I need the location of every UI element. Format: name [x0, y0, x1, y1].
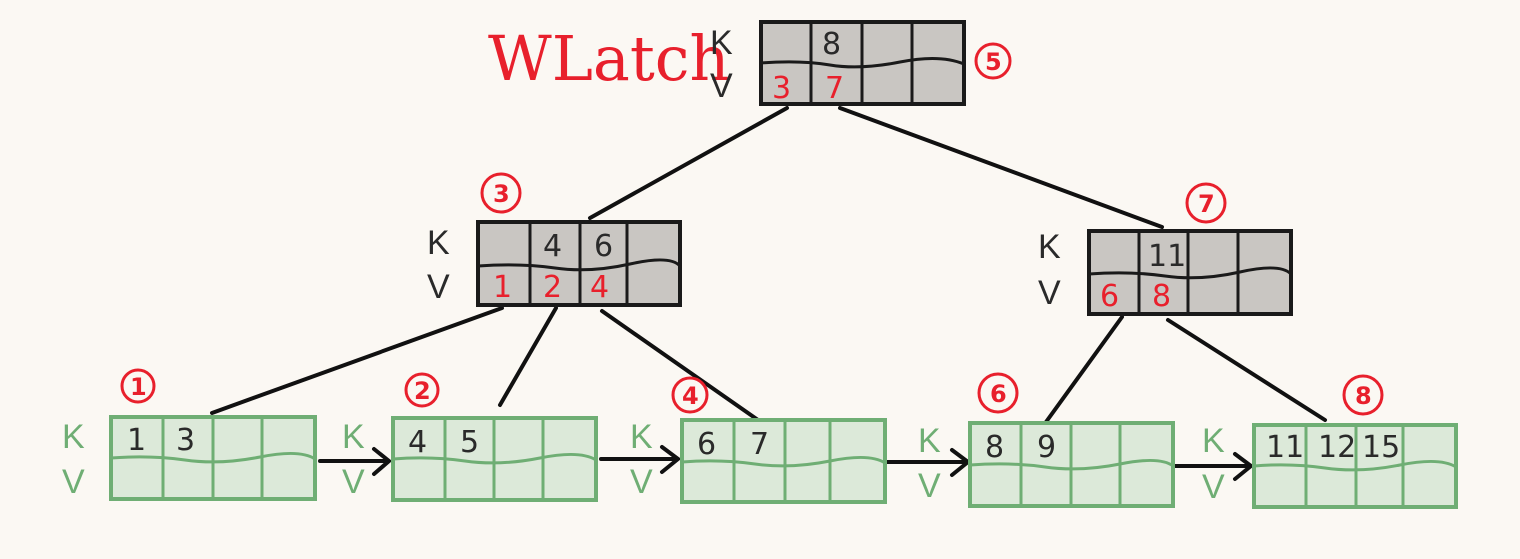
leaf-5-order-tag: 8 — [1355, 382, 1372, 410]
leaf-node-1: 1 K V 1 3 — [62, 368, 317, 501]
left-inner-value-1: 1 — [493, 270, 512, 305]
root-v-label: V — [710, 67, 733, 105]
leaf-3-order-tag: 4 — [682, 382, 699, 410]
leaf-5-key-1: 11 — [1266, 430, 1304, 465]
leaf-4-key-2: 9 — [1037, 430, 1056, 465]
diagram-title: WLatch — [488, 22, 729, 95]
leaf-2-order-circle — [404, 372, 440, 408]
arrow-leaf1-leaf2 — [318, 447, 393, 476]
left-inner-v-label: V — [427, 268, 450, 306]
leaf-3-key-1: 6 — [697, 427, 716, 462]
right-inner-v-label: V — [1038, 274, 1061, 312]
leaf-4-k-label: K — [918, 422, 941, 460]
leaf-4-key-1: 8 — [985, 430, 1004, 465]
leaf-3-order-circle — [671, 376, 709, 414]
edge-left-leaf1 — [210, 306, 504, 415]
left-inner-value-2: 2 — [543, 270, 562, 305]
leaf-2-key-1: 4 — [408, 425, 427, 460]
edge-root-right — [838, 106, 1164, 229]
leaf-3-key-2: 7 — [750, 427, 769, 462]
leaf-1-key-2: 3 — [176, 423, 195, 458]
leaf-1-key-1: 1 — [127, 423, 146, 458]
root-k-label: K — [710, 24, 733, 62]
leaf-5-order-circle — [1342, 374, 1384, 416]
root-value-2: 7 — [825, 71, 844, 106]
leaf-3-v-label: V — [630, 463, 653, 501]
svg-text:5: 5 — [985, 48, 1002, 76]
edge-left-leaf2 — [498, 306, 558, 407]
leaf-2-order-tag: 2 — [414, 377, 431, 405]
leaf-4-order-tag: 6 — [990, 380, 1007, 408]
leaf-3-k-label: K — [630, 418, 653, 456]
right-inner-key-2: 11 — [1148, 239, 1186, 274]
leaf-2-v-label: V — [342, 463, 365, 501]
left-inner-key-3: 6 — [594, 229, 613, 264]
root-order-tag: 5 — [974, 42, 1012, 80]
arrow-leaf4-leaf5 — [1172, 452, 1255, 481]
leaf-node-2: 2 K V 4 5 — [342, 372, 598, 502]
left-inner-value-3: 4 — [590, 270, 609, 305]
leaf-5-key-3: 15 — [1362, 430, 1400, 465]
root-value-1: 3 — [772, 71, 791, 106]
right-inner-k-label: K — [1038, 228, 1061, 266]
leaf-1-order-circle — [120, 368, 156, 404]
leaf-node-5: 8 K V 11 12 15 — [1202, 374, 1458, 509]
leaf-node-3: 4 K V 6 7 — [630, 376, 887, 504]
leaf-1-k-label: K — [62, 418, 85, 456]
leaf-2-key-2: 5 — [460, 425, 479, 460]
leaf-2-k-label: K — [342, 418, 365, 456]
edge-right-leaf4 — [1044, 315, 1124, 424]
root-key-2: 8 — [822, 27, 841, 62]
right-inner-order-tag: 7 — [1198, 190, 1215, 218]
right-inner-order-circle — [1185, 182, 1227, 224]
internal-node-left: 3 K V 4 6 1 2 4 — [427, 172, 682, 307]
edge-left-leaf3 — [600, 309, 760, 422]
internal-node-root: K V 8 3 7 5 — [710, 20, 1012, 106]
left-inner-order-circle — [480, 172, 522, 214]
left-inner-order-tag: 3 — [493, 180, 510, 208]
left-inner-key-2: 4 — [543, 229, 562, 264]
leaf-node-4: 6 K V 8 9 — [918, 372, 1175, 508]
internal-node-right: 7 K V 11 6 8 — [1038, 182, 1293, 316]
edge-root-left — [588, 106, 789, 220]
leaf-5-key-2: 12 — [1318, 430, 1356, 465]
left-inner-k-label: K — [427, 224, 450, 262]
leaf-1-v-label: V — [62, 463, 85, 501]
edge-right-leaf5 — [1166, 318, 1327, 422]
right-inner-value-2: 8 — [1152, 279, 1171, 314]
right-inner-value-1: 6 — [1100, 279, 1119, 314]
arrow-leaf2-leaf3 — [599, 445, 682, 474]
leaf-4-order-circle — [977, 372, 1019, 414]
tree-edges — [210, 106, 1327, 424]
leaf-4-v-label: V — [918, 467, 941, 505]
leaf-1-order-tag: 1 — [130, 373, 147, 401]
leaf-5-v-label: V — [1202, 468, 1225, 506]
leaf-5-k-label: K — [1202, 422, 1225, 460]
